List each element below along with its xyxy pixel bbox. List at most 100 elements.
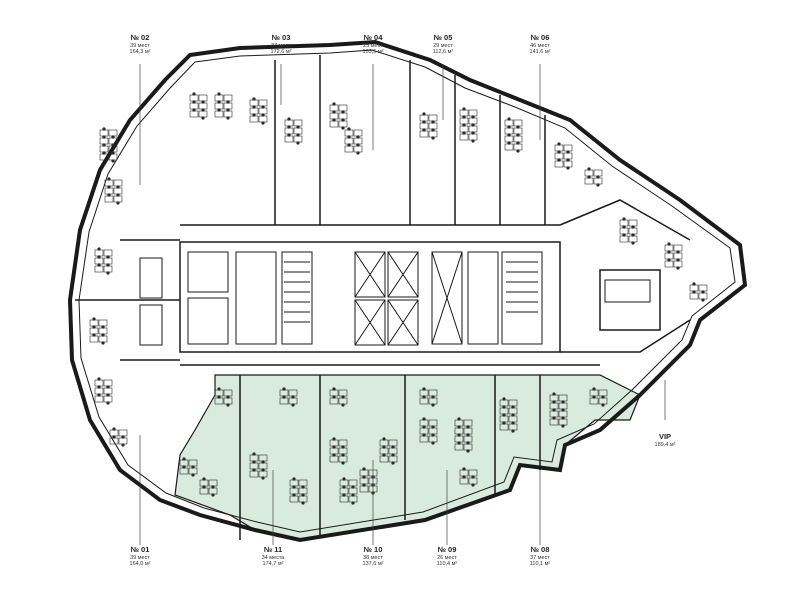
desk [103,249,113,257]
chair [202,477,206,481]
chair [252,460,256,464]
room-number: № 11 [263,545,283,554]
desk [664,252,674,260]
chair [601,403,605,407]
room-number: № 05 [433,33,453,42]
chair [101,341,105,345]
outer-building-wall [67,39,748,543]
chair [596,183,600,187]
room-seats: 39 мест [130,554,150,561]
desk [504,119,514,127]
desk [284,127,294,135]
room-label-11: № 11 34 места 174,7 м² [238,545,308,567]
chair [282,395,286,399]
room-seats: 34 места [261,554,285,561]
desk [593,177,603,185]
chair [507,133,511,137]
room-seats: 38 мест [363,554,383,561]
desk [584,177,594,185]
desk [504,143,514,151]
desk [98,335,108,343]
chair [291,403,295,407]
chair [332,102,336,106]
workstation-clusters [89,92,708,505]
chair [552,416,556,420]
chair [516,149,520,153]
desk [329,112,339,120]
room-area: 164,0 м² [129,560,151,567]
chair [97,385,101,389]
chair [462,107,466,111]
desk [258,107,268,115]
desk [189,102,199,110]
room-area: 112,6 м² [432,48,454,55]
desk [459,117,469,125]
chair [462,115,466,119]
chair [347,127,351,131]
chair [701,298,705,302]
desk [214,110,224,118]
desk [344,145,354,153]
desk [353,129,363,137]
chair [622,225,626,229]
chair [107,193,111,197]
desk [689,284,699,292]
desk [419,114,429,122]
chair [341,403,345,407]
desk [628,235,638,243]
desk [619,227,629,235]
chair [292,485,296,489]
chair [552,400,556,404]
chair [226,116,230,120]
desk [94,265,104,273]
room-number: № 04 [363,33,383,42]
desk [344,129,354,137]
desk [113,187,123,195]
room-number: № 10 [363,545,383,554]
room-seats: 37 мест [530,554,550,561]
chair [422,112,426,116]
room-label-03: № 03 37 мест 172,6 м² [246,33,316,55]
chair [192,100,196,104]
chair [252,97,256,101]
desk [198,102,208,110]
desk [94,379,104,387]
desk [118,437,128,445]
room-area: 172,6 м² [270,48,292,55]
chair [431,136,435,140]
chair [287,133,291,137]
chair [347,135,351,139]
chair [362,467,366,471]
desk [459,125,469,133]
chair [502,421,506,425]
chair [192,92,196,96]
chair [631,241,635,245]
chair [97,393,101,397]
leader-lines [139,64,666,545]
chair [462,131,466,135]
room-seats: 46 мест [530,42,550,49]
interior-partitions [75,55,691,540]
chair [252,452,256,456]
desk [698,284,708,292]
room-number: № 03 [271,33,291,42]
room-label-09: № 09 26 мест 110,4 м² [412,545,482,567]
chair [201,116,205,120]
chair [202,485,206,489]
chair [332,437,336,441]
chair [462,123,466,127]
desk [338,120,348,128]
desk [664,260,674,268]
room-number: № 06 [530,33,550,42]
chair [561,424,565,428]
room-area: 141,6 м² [529,48,551,55]
chair [252,113,256,117]
chair [301,501,305,505]
chair [622,217,626,221]
chair [422,128,426,132]
chair [217,100,221,104]
chair [282,387,286,391]
desk [329,104,339,112]
highlighted-office-zone[interactable] [174,374,641,541]
chair [507,125,511,129]
